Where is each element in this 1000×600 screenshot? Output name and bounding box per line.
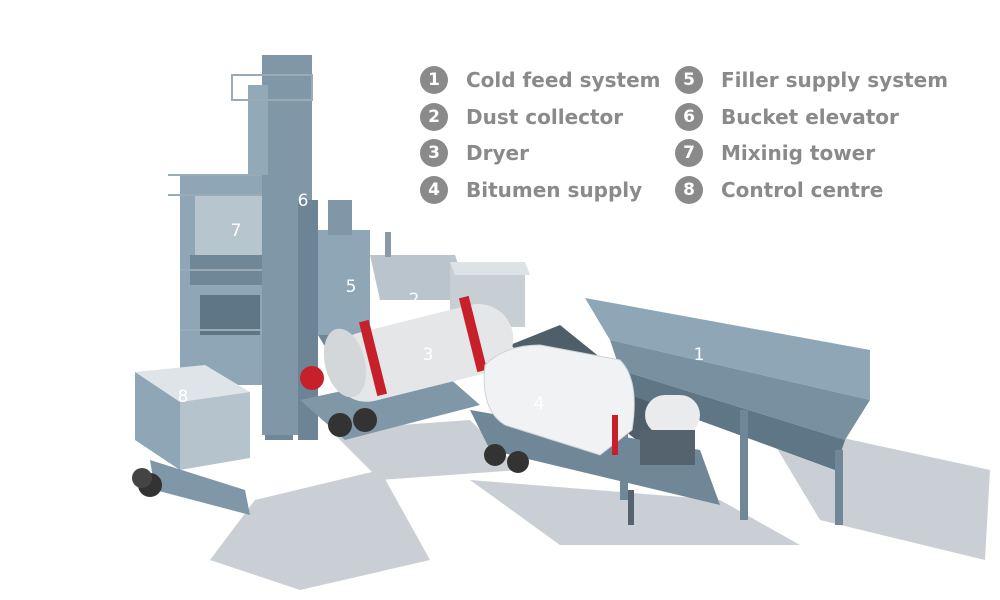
legend-column-left: 1 Cold feed system 2 Dust collector 3 Dr… — [420, 62, 660, 208]
legend-number-7: 7 — [675, 139, 703, 167]
marker-6: 6 — [298, 191, 309, 211]
legend-item-bitumen-supply: 4 Bitumen supply — [420, 172, 660, 209]
legend-item-control-centre: 8 Control centre — [675, 172, 948, 209]
legend-label-bitumen-supply: Bitumen supply — [466, 178, 642, 202]
legend-label-filler-supply: Filler supply system — [721, 68, 948, 92]
legend-label-dryer: Dryer — [466, 141, 529, 165]
marker-2: 2 — [409, 290, 420, 310]
marker-7: 7 — [231, 221, 242, 241]
marker-5: 5 — [346, 277, 357, 297]
legend-label-control-centre: Control centre — [721, 178, 883, 202]
legend-label-mixing-tower: Mixinig tower — [721, 141, 875, 165]
legend-item-filler-supply: 5 Filler supply system — [675, 62, 948, 99]
legend-number-6: 6 — [675, 103, 703, 131]
legend-item-cold-feed: 1 Cold feed system — [420, 62, 660, 99]
control-centre — [132, 365, 250, 515]
component-legend: 1 Cold feed system 2 Dust collector 3 Dr… — [420, 62, 960, 222]
legend-number-4: 4 — [420, 176, 448, 204]
legend-column-right: 5 Filler supply system 6 Bucket elevator… — [675, 62, 948, 208]
legend-label-dust-collector: Dust collector — [466, 105, 623, 129]
marker-3: 3 — [423, 345, 434, 365]
legend-number-3: 3 — [420, 139, 448, 167]
legend-item-bucket-elevator: 6 Bucket elevator — [675, 99, 948, 136]
legend-item-dust-collector: 2 Dust collector — [420, 99, 660, 136]
legend-number-1: 1 — [420, 66, 448, 94]
marker-1: 1 — [694, 345, 705, 365]
legend-label-bucket-elevator: Bucket elevator — [721, 105, 899, 129]
legend-item-mixing-tower: 7 Mixinig tower — [675, 135, 948, 172]
legend-number-5: 5 — [675, 66, 703, 94]
legend-item-dryer: 3 Dryer — [420, 135, 660, 172]
marker-4: 4 — [534, 394, 545, 414]
marker-8: 8 — [178, 387, 189, 407]
legend-label-cold-feed: Cold feed system — [466, 68, 660, 92]
legend-number-2: 2 — [420, 103, 448, 131]
legend-number-8: 8 — [675, 176, 703, 204]
